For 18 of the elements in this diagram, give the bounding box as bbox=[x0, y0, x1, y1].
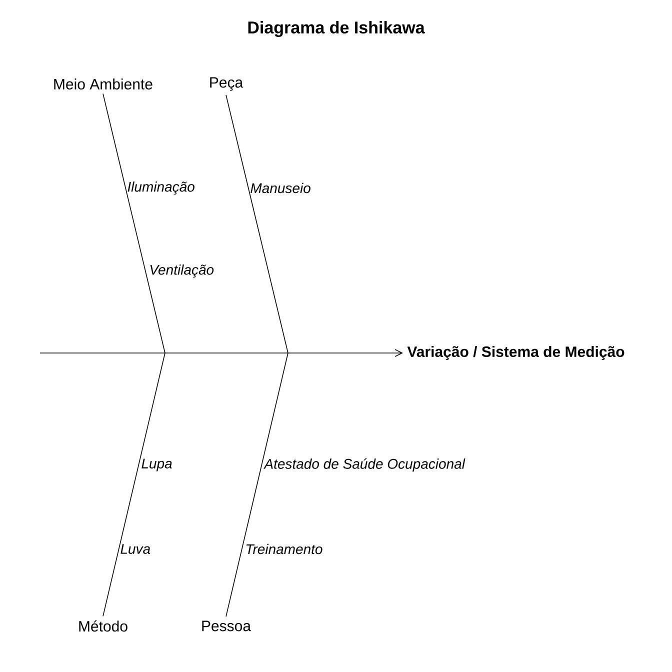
spine-arrow bbox=[40, 349, 403, 357]
bone-line bbox=[226, 94, 288, 354]
cause-label: Luva bbox=[120, 544, 150, 554]
category-label: Meio Ambiente bbox=[54, 78, 152, 90]
cause-label: Ventilação bbox=[150, 264, 214, 278]
cause-label: Manuseio bbox=[250, 182, 310, 194]
bone-line bbox=[226, 352, 288, 617]
category-label: Pessoa bbox=[202, 620, 252, 632]
cause-label: Lupa bbox=[142, 458, 172, 472]
category-label: Método bbox=[79, 620, 128, 632]
cause-label: Atestado de Saúde Ocupacional bbox=[264, 458, 466, 472]
title: Diagrama de Ishikawa bbox=[248, 21, 425, 37]
cause-label: Iluminação bbox=[128, 181, 194, 195]
bone-line bbox=[102, 352, 166, 617]
cause-label: Treinamento bbox=[246, 544, 322, 554]
category-label: Peça bbox=[210, 77, 244, 91]
bone-line bbox=[102, 93, 166, 354]
effect-label: Variação / Sistema de Medição bbox=[407, 346, 624, 360]
